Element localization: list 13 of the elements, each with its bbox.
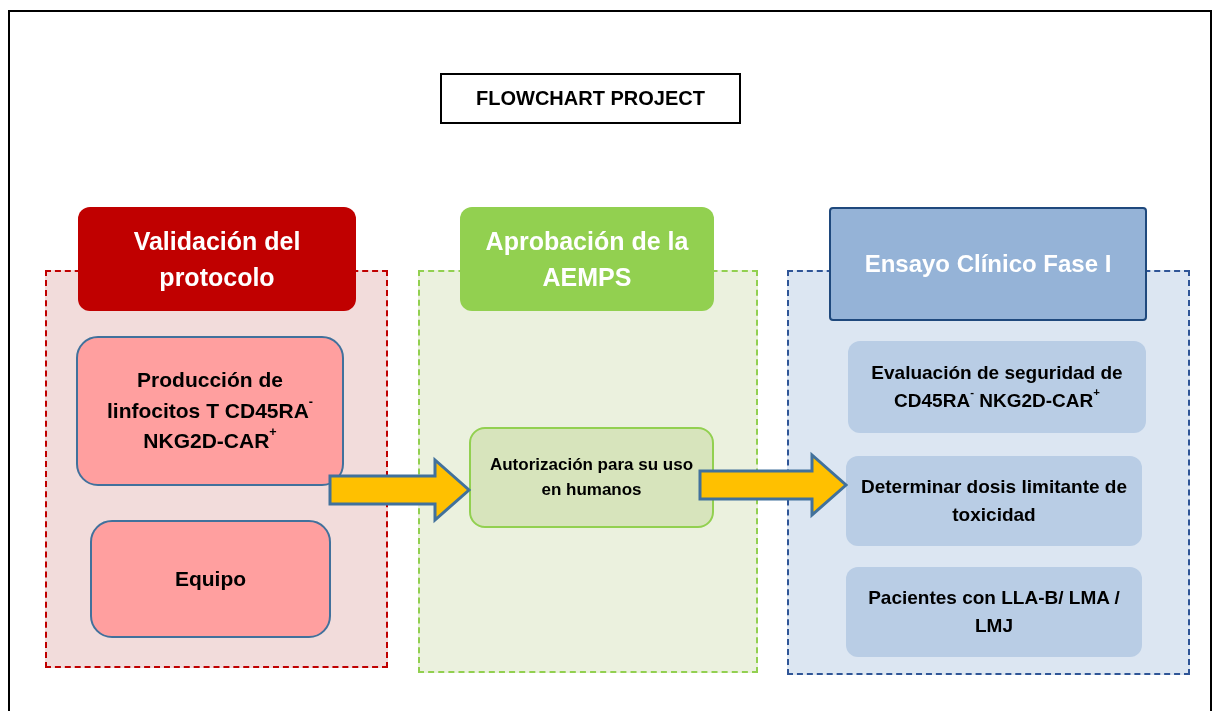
process-box: Equipo (90, 520, 331, 638)
heading-box: Validación del protocolo (78, 207, 356, 311)
process-box: Producción de linfocitos T CD45RA$^{-}$NKG2D-CAR$^{+}$ (76, 336, 344, 486)
block-arrow (328, 456, 472, 524)
process-box: Autorización para su uso en humanos (469, 427, 714, 528)
heading-box: Aprobación de la AEMPS (460, 207, 714, 311)
process-box: Evaluación de seguridad de CD45RA$^{-}$ NKG2D-CAR$^{+}$ (848, 341, 1146, 433)
dashed-panel (418, 270, 758, 673)
title: FLOWCHART PROJECT (440, 73, 741, 124)
process-box: Pacientes con LLA-B/ LMA / LMJ (846, 567, 1142, 657)
process-box: Determinar dosis limitante de toxicidad (846, 456, 1142, 546)
heading-box: Ensayo Clínico Fase I (829, 207, 1147, 321)
block-arrow (698, 451, 849, 519)
